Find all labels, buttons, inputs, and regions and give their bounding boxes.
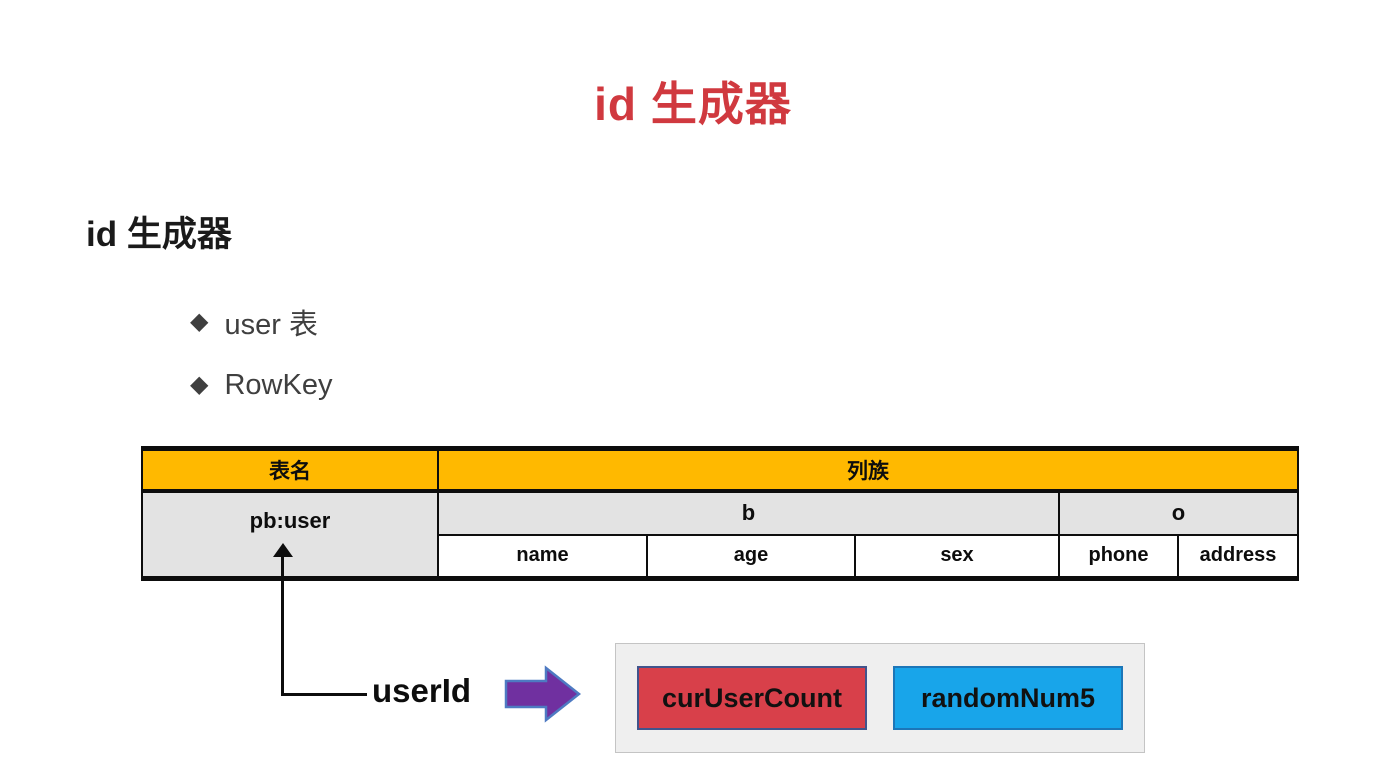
userid-label: userId — [372, 672, 472, 709]
random-num5-chip: randomNum5 — [893, 666, 1123, 730]
column-cell-phone: phone — [1058, 533, 1179, 580]
connector-horizontal-line — [281, 693, 367, 696]
bullet-list: ◆ user 表 ◆ RowKey — [190, 303, 332, 404]
column-cell-sex: sex — [854, 533, 1060, 580]
slide-title: id 生成器 — [594, 78, 792, 130]
family-cell-b: b — [437, 489, 1060, 536]
bullet-label: user 表 — [224, 309, 318, 341]
generator-components-box: curUserCount randomNum5 — [615, 643, 1145, 753]
section-heading: id 生成器 — [86, 215, 232, 254]
columns-row: name age sex phone address — [142, 533, 1300, 580]
connector-vertical-line — [281, 556, 284, 695]
column-cell-address: address — [1176, 533, 1300, 580]
cur-user-count-chip: curUserCount — [637, 666, 867, 730]
table-header-row: 表名 列族 — [141, 447, 1300, 493]
diamond-bullet-icon: ◆ — [190, 308, 209, 335]
list-item: ◆ user 表 — [190, 303, 332, 341]
header-cell-table-name: 表名 — [141, 447, 439, 493]
column-cell-name: name — [437, 533, 648, 580]
right-block-arrow-icon — [504, 665, 582, 723]
rowkey-cell: pb:user — [141, 489, 439, 580]
column-cell-age: age — [646, 533, 856, 580]
list-item: ◆ RowKey — [190, 366, 332, 404]
family-row: pb:user b o — [141, 489, 1300, 580]
schema-table: 表名 列族 pb:user b o name age sex phone add… — [141, 446, 1300, 581]
diamond-bullet-icon: ◆ — [190, 371, 209, 398]
header-cell-column-family: 列族 — [436, 447, 1300, 493]
bullet-label: RowKey — [224, 368, 333, 401]
up-arrowhead-icon — [273, 543, 293, 557]
family-cell-o: o — [1057, 489, 1300, 536]
